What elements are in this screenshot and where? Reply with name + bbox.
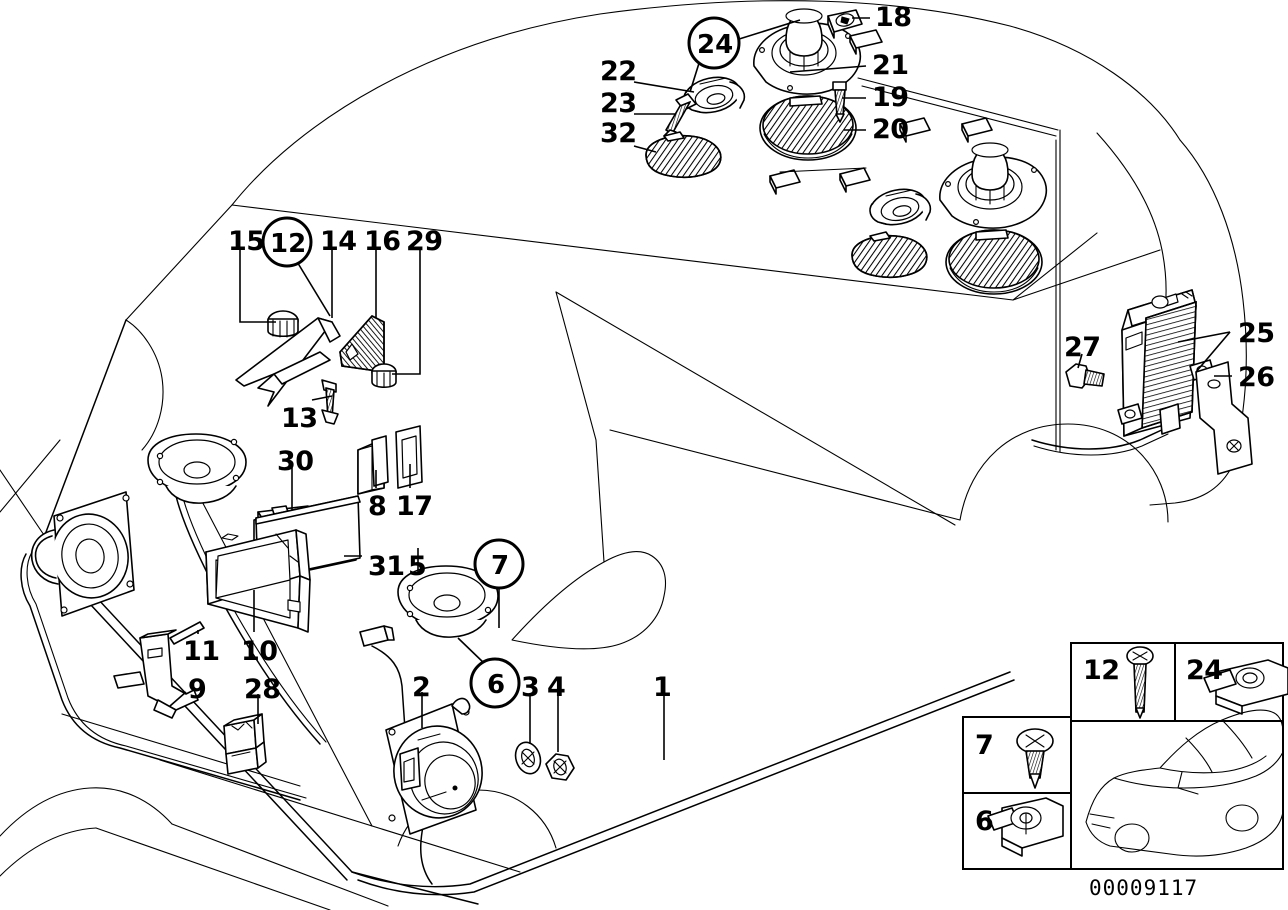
- hex-bolt-27: [1065, 363, 1105, 389]
- part-label-32: 32: [600, 118, 637, 149]
- part-label-22: 22: [600, 56, 637, 87]
- mounting-bracket-9: [113, 629, 199, 719]
- part-label-18: 18: [875, 2, 912, 33]
- part-label-3: 3: [521, 672, 540, 703]
- part-label-5: 5: [408, 551, 427, 582]
- callout-circles: [261, 16, 741, 709]
- callout-number-7: 7: [491, 551, 510, 581]
- legend-number-24: 24: [1186, 655, 1223, 686]
- expanding-rivet: [371, 363, 397, 389]
- part-label-14: 14: [320, 226, 357, 257]
- part-label-15: 15: [228, 226, 265, 257]
- woofer-grille-20: [759, 95, 857, 161]
- part-label-25: 25: [1238, 318, 1275, 349]
- callout-number-6: 6: [487, 670, 506, 700]
- legend-icon-6: [987, 797, 1064, 857]
- harness-clip-21: [849, 29, 883, 55]
- a-pillar-trim-panel: [235, 317, 341, 407]
- legend-icon-24: [1203, 659, 1288, 715]
- woofer-screw-19: [832, 81, 847, 123]
- part-label-17: 17: [396, 491, 433, 522]
- woofer-grille-right: [945, 229, 1043, 295]
- tweeter-screw-23: [663, 93, 697, 141]
- rubber-grommet: [267, 310, 299, 338]
- rear-shelf-tweeter-left: [683, 76, 746, 114]
- part-label-31: 31: [368, 551, 405, 582]
- rear-shelf-woofer-left: [753, 8, 861, 95]
- part-label-1: 1: [653, 672, 672, 703]
- part-label-27: 27: [1064, 332, 1101, 363]
- rear-shelf-woofer-right: [939, 142, 1047, 229]
- tapping-screw-13: [321, 379, 339, 425]
- part-label-10: 10: [241, 636, 278, 667]
- part-label-13: 13: [281, 403, 318, 434]
- part-label-29: 29: [406, 226, 443, 257]
- part-label-20: 20: [872, 114, 909, 145]
- leader-lines: [169, 17, 1232, 760]
- part-label-2: 2: [412, 672, 431, 703]
- part-label-26: 26: [1238, 362, 1275, 393]
- amplifier-bracket-26: [1195, 361, 1253, 475]
- amplifier-unit: [1117, 289, 1215, 437]
- legend-number-6: 6: [975, 806, 994, 837]
- part-label-21: 21: [872, 50, 909, 81]
- part-label-4: 4: [547, 672, 566, 703]
- front-door-bass-speaker-left: [30, 491, 135, 617]
- part-label-9: 9: [188, 674, 207, 705]
- tweeter-grille-right: [851, 231, 928, 278]
- locating-pin-11: [169, 621, 205, 645]
- legend-icon-7: [1016, 728, 1054, 789]
- part-label-11: 11: [183, 636, 220, 667]
- part-label-28: 28: [244, 674, 281, 705]
- legend-vehicle-icon: [1085, 709, 1284, 857]
- subwoofer-enclosure: [205, 529, 311, 633]
- diagram-id-code: 00009117: [1089, 876, 1199, 900]
- connector-frame: [395, 425, 423, 489]
- tweeter-grille-32: [645, 131, 722, 178]
- legend-box: [962, 642, 1288, 870]
- washer-3: [514, 741, 542, 775]
- callout-number-24: 24: [697, 30, 734, 60]
- legend-number-7: 7: [975, 730, 994, 761]
- rear-shelf-tweeter-right: [869, 188, 932, 226]
- callout-number-12: 12: [270, 229, 307, 259]
- part-label-23: 23: [600, 88, 637, 119]
- cable-clip-18: [827, 9, 863, 39]
- rear-door-mid-speaker-5: [359, 565, 499, 647]
- tweeter-grille-insert: [339, 315, 385, 373]
- part-label-16: 16: [364, 226, 401, 257]
- hex-nut-4: [545, 753, 575, 781]
- part-label-8: 8: [368, 491, 387, 522]
- rear-door-mid-speaker-left: [147, 433, 247, 504]
- connector-housing: [357, 435, 389, 495]
- harness-clips-rear: [769, 77, 1059, 195]
- legend-number-12: 12: [1083, 655, 1120, 686]
- part-label-19: 19: [872, 82, 909, 113]
- legend-icon-12: [1126, 646, 1154, 719]
- front-door-bass-speaker-2: [385, 697, 483, 835]
- relay-module-28: [223, 713, 267, 775]
- part-label-30: 30: [277, 446, 314, 477]
